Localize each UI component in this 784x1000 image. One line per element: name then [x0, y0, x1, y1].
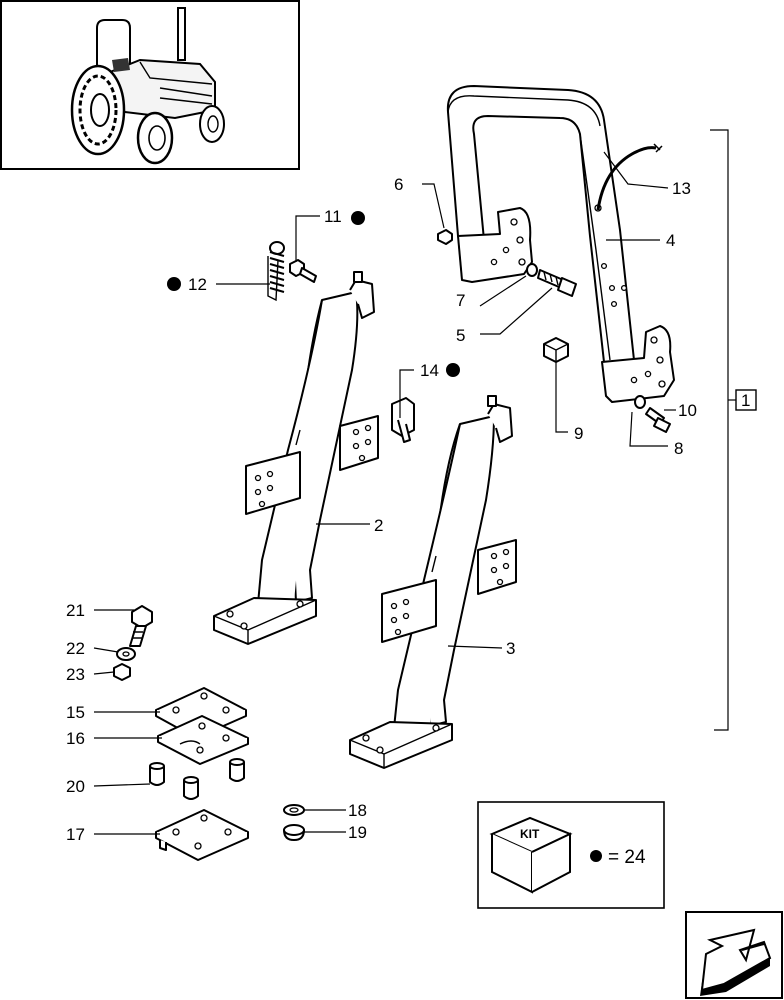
- tractor-icon: [70, 7, 225, 165]
- bolt-part-5: [526, 263, 577, 297]
- callout-2: 2: [374, 516, 383, 535]
- plate-part-17: [155, 809, 249, 861]
- callout-3: 3: [506, 639, 515, 658]
- plate-part-16: [157, 715, 249, 765]
- spacer-part-20: [149, 758, 245, 800]
- callout-1: 1: [741, 391, 750, 410]
- kit-box-text: KIT: [520, 827, 540, 841]
- kit-legend-dot: [590, 850, 602, 862]
- bolt-part-10: [634, 395, 671, 433]
- nut-part-23: [113, 663, 131, 681]
- kit-marker-12: [167, 277, 181, 291]
- bolt-part-11: [289, 259, 317, 283]
- callout-22: 22: [66, 639, 85, 658]
- bolt-part-21: [129, 605, 153, 647]
- callout-8: 8: [674, 439, 683, 458]
- cap-part-19: [283, 824, 305, 841]
- callout-11: 11: [324, 207, 342, 226]
- callout-6: 6: [394, 175, 403, 194]
- nut-part-6: [437, 229, 453, 245]
- callout-14: 14: [420, 361, 439, 380]
- callout-19: 19: [348, 823, 367, 842]
- group-box-1: [735, 389, 757, 411]
- kit-box-icon: [489, 816, 573, 894]
- kit-legend: KIT = 24: [477, 801, 665, 909]
- callout-9: 9: [574, 424, 583, 443]
- callout-4: 4: [666, 231, 675, 250]
- arrow-next-icon: [700, 928, 772, 996]
- roll-bar-part-4: [446, 85, 675, 403]
- callout-18: 18: [348, 801, 367, 820]
- callout-labels: 6 13 4 7 5 9 10 8 11 12 14 2 3 21 22 23 …: [66, 175, 757, 844]
- callout-17: 17: [66, 825, 85, 844]
- callout-15: 15: [66, 703, 85, 722]
- callout-23: 23: [66, 665, 85, 684]
- callout-16: 16: [66, 729, 85, 748]
- nut-part-9: [543, 337, 569, 363]
- kit-legend-text: = 24: [608, 847, 646, 868]
- callout-7: 7: [456, 291, 465, 310]
- callout-12: 12: [188, 275, 207, 294]
- leader-lines: [93, 129, 736, 835]
- next-page-button[interactable]: [685, 911, 783, 999]
- support-part-3: [349, 395, 517, 769]
- tractor-thumbnail: [0, 0, 300, 170]
- washer-part-22: [116, 647, 136, 661]
- clip-part-14: [391, 397, 415, 443]
- callout-20: 20: [66, 777, 85, 796]
- cable-part-13: [596, 146, 657, 211]
- callout-13: 13: [672, 179, 691, 198]
- callout-5: 5: [456, 326, 465, 345]
- spring-pin-part-12: [267, 241, 285, 302]
- washer-part-18: [283, 804, 305, 816]
- kit-marker-14: [446, 363, 460, 377]
- kit-marker-11: [351, 211, 365, 225]
- callout-10: 10: [678, 401, 697, 420]
- kit-markers: [167, 211, 460, 377]
- callout-21: 21: [66, 601, 85, 620]
- support-part-2: [213, 271, 379, 645]
